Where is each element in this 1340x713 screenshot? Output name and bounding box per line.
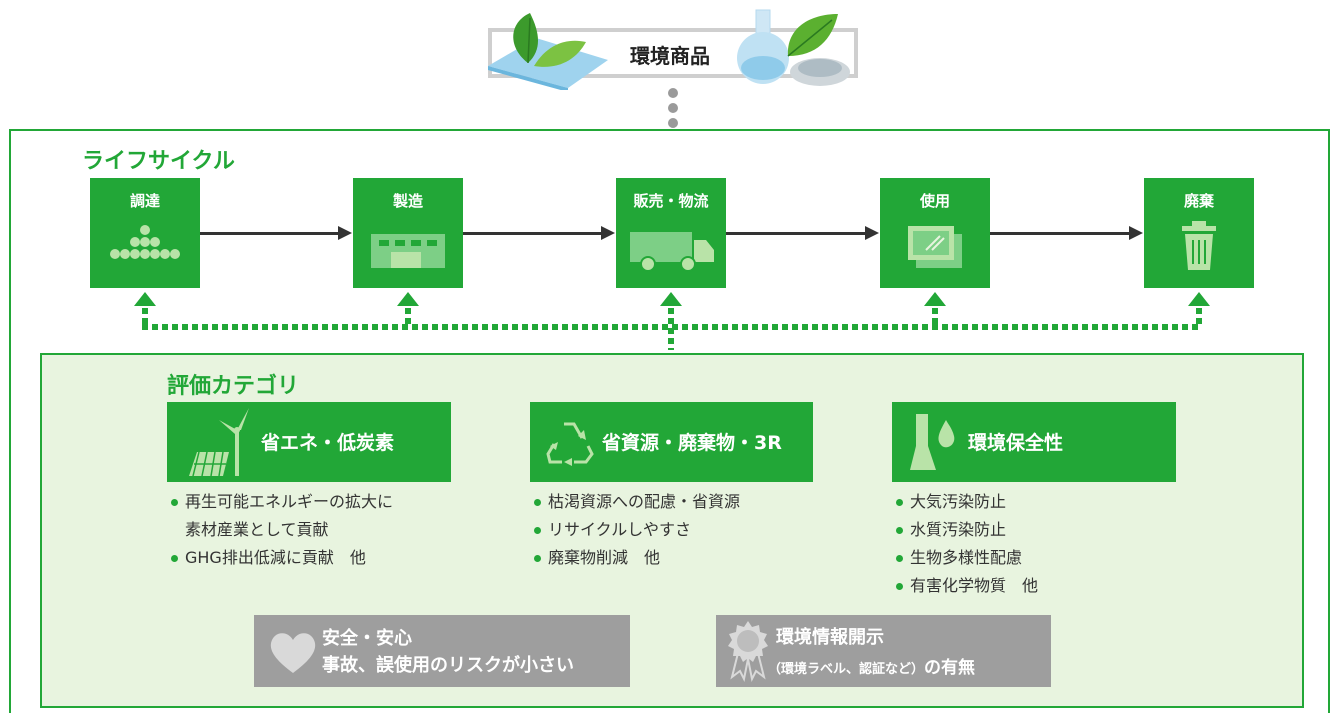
energy-bullet-list: 再生可能エネルギーの拡大に 素材産業として貢献 GHG排出低減に貢献 他	[171, 488, 471, 572]
safety-title: 安全・安心	[322, 628, 412, 649]
stage-label: 使用	[919, 192, 950, 210]
disclosure-box: 環境情報開示 （環境ラベル、認証など）の有無	[716, 615, 1051, 687]
connector-dot	[668, 118, 678, 128]
safety-desc: 事故、誤使用のリスクが小さい	[322, 655, 574, 676]
safety-box: 安全・安心 事故、誤使用のリスクが小さい	[254, 615, 630, 687]
list-item: リサイクルしやすさ	[534, 516, 834, 544]
connector-dot	[668, 88, 678, 98]
list-item: 再生可能エネルギーの拡大に	[171, 488, 471, 516]
list-item: 大気汚染防止	[896, 488, 1196, 516]
disclosure-suffix: の有無	[924, 658, 976, 678]
stage-label: 販売・物流	[633, 192, 709, 210]
stage-sales-logistics: 販売・物流	[616, 178, 726, 288]
resources-bullet-list: 枯渇資源への配慮・省資源 リサイクルしやすさ 廃棄物削減 他	[534, 488, 834, 572]
flow-arrow	[990, 232, 1129, 235]
arrow-head-icon	[601, 226, 615, 240]
dotted-connector	[1196, 308, 1202, 324]
stage-label: 廃棄	[1183, 192, 1214, 210]
flow-arrow	[463, 232, 601, 235]
truck-icon	[630, 232, 714, 272]
stage-disposal: 廃棄	[1144, 178, 1254, 288]
stage-label: 製造	[392, 192, 423, 210]
list-item: GHG排出低減に貢献 他	[171, 544, 471, 572]
category-resources: 省資源・廃棄物・3R	[530, 402, 813, 482]
factory-icon	[371, 234, 445, 268]
stage-procurement: 調達	[90, 178, 200, 288]
dotted-connector	[932, 308, 938, 324]
arrow-head-icon	[1129, 226, 1143, 240]
evaluation-title: 評価カテゴリ	[167, 374, 300, 399]
stage-use: 使用	[880, 178, 990, 288]
flow-arrow	[200, 232, 338, 235]
disclosure-desc: （環境ラベル、認証など）の有無	[768, 653, 975, 678]
category-energy: 省エネ・低炭素	[167, 402, 451, 482]
up-arrow-icon	[397, 292, 419, 306]
connector-dot	[668, 103, 678, 113]
dotted-connector	[405, 308, 411, 324]
lifecycle-title: ライフサイクル	[82, 149, 235, 174]
up-arrow-icon	[1188, 292, 1210, 306]
recycle-icon	[546, 422, 594, 466]
up-arrow-icon	[134, 292, 156, 306]
flask-drop-icon	[910, 414, 955, 470]
list-item: 枯渇資源への配慮・省資源	[534, 488, 834, 516]
materials-icon	[110, 225, 180, 259]
heart-icon	[270, 633, 316, 673]
dotted-connector	[142, 324, 1202, 330]
product-title: 環境商品	[630, 44, 710, 68]
stage-label: 調達	[129, 192, 160, 210]
list-item: 生物多様性配慮	[896, 544, 1196, 572]
environment-bullet-list: 大気汚染防止 水質汚染防止 生物多様性配慮 有害化学物質 他	[896, 488, 1196, 600]
lifecycle-frame	[9, 129, 1330, 713]
trash-icon	[1182, 221, 1216, 270]
list-item: 廃棄物削減 他	[534, 544, 834, 572]
dotted-connector	[142, 308, 148, 324]
arrow-head-icon	[865, 226, 879, 240]
category-label: 環境保全性	[968, 432, 1064, 454]
list-item: 素材産業として貢献	[185, 520, 329, 539]
category-environment: 環境保全性	[892, 402, 1176, 482]
wind-solar-icon	[189, 408, 249, 477]
appliance-icon	[908, 226, 962, 268]
arrow-head-icon	[338, 226, 352, 240]
up-arrow-icon	[660, 292, 682, 306]
category-label: 省資源・廃棄物・3R	[602, 432, 782, 454]
list-item: 有害化学物質 他	[896, 572, 1196, 600]
stage-manufacturing: 製造	[353, 178, 463, 288]
flow-arrow	[726, 232, 865, 235]
disclosure-note: （環境ラベル、認証など）	[768, 662, 925, 677]
up-arrow-icon	[924, 292, 946, 306]
badge-icon	[728, 621, 768, 683]
sheet-leaf-icon	[488, 13, 608, 90]
flask-leaf-icon	[737, 9, 850, 86]
list-item: 水質汚染防止	[896, 516, 1196, 544]
category-label: 省エネ・低炭素	[261, 432, 395, 454]
disclosure-title: 環境情報開示	[776, 627, 884, 648]
